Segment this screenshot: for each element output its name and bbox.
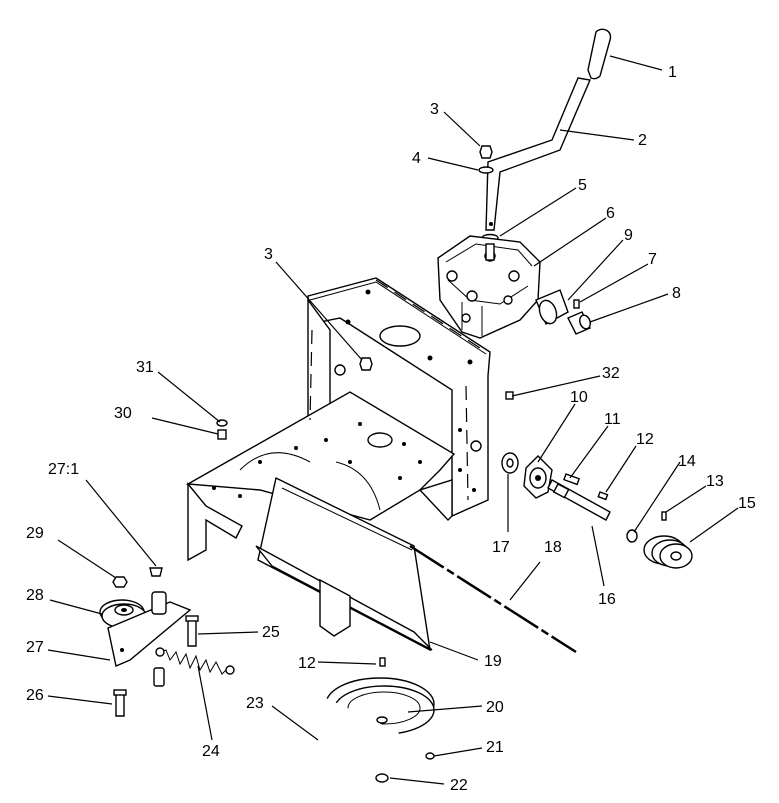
callout-12: 12 bbox=[636, 431, 654, 448]
callout-31: 31 bbox=[136, 359, 154, 376]
callout-13: 13 bbox=[706, 473, 724, 490]
part-control-rod-18 bbox=[409, 544, 577, 654]
part-bolt-30 bbox=[217, 429, 227, 440]
part-bolt-11 bbox=[563, 473, 581, 486]
part-spring-24 bbox=[155, 647, 235, 675]
callout-21: 21 bbox=[486, 739, 504, 756]
part-fastener-21 bbox=[425, 752, 435, 760]
callout-22: 22 bbox=[450, 777, 468, 794]
part-frame-upper-panel bbox=[307, 277, 491, 518]
callout-5: 5 bbox=[578, 177, 587, 194]
part-sleeve-8 bbox=[567, 311, 591, 335]
part-set-screw-7 bbox=[573, 299, 580, 309]
part-drive-shaft-16 bbox=[547, 479, 611, 521]
part-key-12-pulley bbox=[379, 657, 386, 667]
part-idler-arm-27 bbox=[107, 591, 192, 667]
hidden-edge-frame-right bbox=[465, 385, 469, 501]
callout-12-pulley: 12 bbox=[298, 655, 316, 672]
callout-3-frame: 3 bbox=[264, 246, 273, 263]
callout-27: 27 bbox=[26, 639, 44, 656]
part-key-12-shaft bbox=[597, 491, 609, 501]
callout-23: 23 bbox=[246, 695, 264, 712]
callout-19: 19 bbox=[484, 653, 502, 670]
hidden-edge-frame-side bbox=[309, 329, 313, 421]
callout-6: 6 bbox=[606, 205, 615, 222]
callout-24: 24 bbox=[202, 743, 220, 760]
part-nut-3-top bbox=[479, 145, 493, 159]
leader-lines bbox=[47, 55, 739, 785]
part-pivot-27-1 bbox=[149, 567, 163, 577]
callout-4: 4 bbox=[412, 150, 421, 167]
part-lower-bracket bbox=[319, 578, 351, 637]
callout-28: 28 bbox=[26, 587, 44, 604]
part-coupler-9 bbox=[535, 289, 569, 325]
callout-8: 8 bbox=[672, 285, 681, 302]
callout-14: 14 bbox=[678, 453, 696, 470]
callout-16: 16 bbox=[598, 591, 616, 608]
callout-27-1: 27:1 bbox=[48, 461, 79, 478]
part-nut-3-frame bbox=[359, 357, 373, 371]
callout-labels: 1 2 3 4 5 6 9 7 8 3 31 32 30 10 11 12 14… bbox=[26, 64, 756, 794]
part-bearing-flange-10 bbox=[523, 455, 553, 499]
part-shift-lever bbox=[485, 77, 591, 231]
callout-18: 18 bbox=[544, 539, 562, 556]
callout-17: 17 bbox=[492, 539, 510, 556]
callout-11: 11 bbox=[604, 411, 621, 428]
part-frame-front-skirt bbox=[187, 479, 453, 562]
callout-7: 7 bbox=[648, 251, 657, 268]
callout-3: 3 bbox=[430, 101, 439, 118]
part-washer-17 bbox=[501, 452, 519, 474]
callout-25: 25 bbox=[262, 624, 280, 641]
callout-9: 9 bbox=[624, 227, 633, 244]
callout-29: 29 bbox=[26, 525, 44, 542]
part-pulley-15 bbox=[643, 535, 693, 569]
part-handle-grip bbox=[587, 28, 612, 80]
callout-1: 1 bbox=[668, 64, 677, 81]
callout-26: 26 bbox=[26, 687, 44, 704]
part-belt-23 bbox=[292, 697, 399, 780]
callout-20: 20 bbox=[486, 699, 504, 716]
part-washer-4 bbox=[478, 166, 494, 174]
part-washer-22 bbox=[375, 773, 389, 783]
callout-32: 32 bbox=[602, 365, 620, 382]
callout-2: 2 bbox=[638, 132, 647, 149]
part-spacer bbox=[153, 667, 165, 687]
part-washer-14 bbox=[626, 529, 638, 543]
part-gearbox bbox=[437, 235, 541, 339]
part-key-13 bbox=[661, 511, 667, 521]
part-bolt-26 bbox=[113, 689, 127, 717]
callout-15: 15 bbox=[738, 495, 756, 512]
callout-10: 10 bbox=[570, 389, 588, 406]
callout-30: 30 bbox=[114, 405, 132, 422]
part-bolt-25 bbox=[185, 615, 199, 647]
part-nut-29 bbox=[112, 576, 128, 588]
